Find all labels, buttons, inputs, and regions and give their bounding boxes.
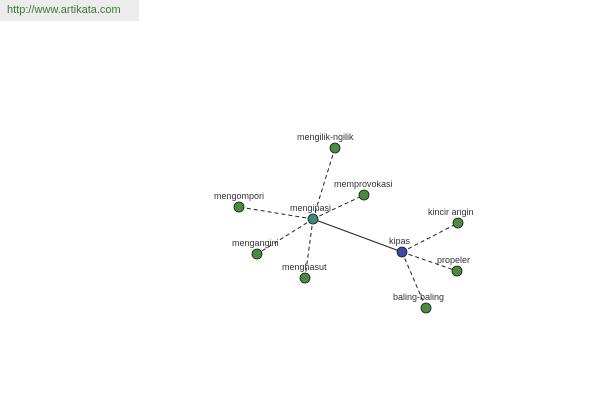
node-mengipasi[interactable] <box>307 213 319 225</box>
edge-mengipasi-memprovokasi <box>312 194 365 220</box>
node-label-memprovokasi[interactable]: memprovokasi <box>334 179 393 189</box>
node-baling-baling[interactable] <box>420 302 432 314</box>
graph-nodes <box>233 142 464 314</box>
node-label-kipas[interactable]: kipas <box>389 236 411 246</box>
edge-kipas-baling-baling <box>401 251 427 309</box>
node-label-kincir-angin[interactable]: kincir angin <box>428 207 474 217</box>
node-label-mengilik-ngilik[interactable]: mengilik-ngilik <box>297 132 354 142</box>
node-label-mengompori[interactable]: mengompori <box>214 191 264 201</box>
edge-mengipasi-mengilik-ngilik <box>312 147 336 220</box>
edge-mengipasi-menganginі <box>256 218 314 255</box>
node-kipas[interactable] <box>396 246 408 258</box>
node-mengilik-ngilik[interactable] <box>329 142 341 154</box>
node-menghasut[interactable] <box>299 272 311 284</box>
graph-edges <box>238 147 459 309</box>
node-label-baling-baling[interactable]: baling-baling <box>393 292 444 302</box>
edge-kipas-propeler <box>401 251 458 272</box>
node-kincir-angin[interactable] <box>452 217 464 229</box>
edge-mengipasi-mengompori <box>238 206 314 220</box>
node-menganginі[interactable] <box>251 248 263 260</box>
edge-kipas-kincir-angin <box>401 222 459 253</box>
node-label-propeler[interactable]: propeler <box>437 255 470 265</box>
node-label-mengipasi[interactable]: mengipasi <box>290 203 331 213</box>
edge-mengipasi-kipas <box>312 218 403 253</box>
node-propeler[interactable] <box>451 265 463 277</box>
node-memprovokasi[interactable] <box>358 189 370 201</box>
node-label-menghasut[interactable]: menghasut <box>282 262 327 272</box>
site-url[interactable]: http://www.artikata.com <box>0 0 139 21</box>
graph-labels: kipas mengipasi mengilik-ngilik memprovokas… <box>214 132 474 302</box>
node-label-menganginі[interactable]: menganginі <box>232 238 279 248</box>
edge-mengipasi-menghasut <box>304 218 314 279</box>
node-mengompori[interactable] <box>233 201 245 213</box>
